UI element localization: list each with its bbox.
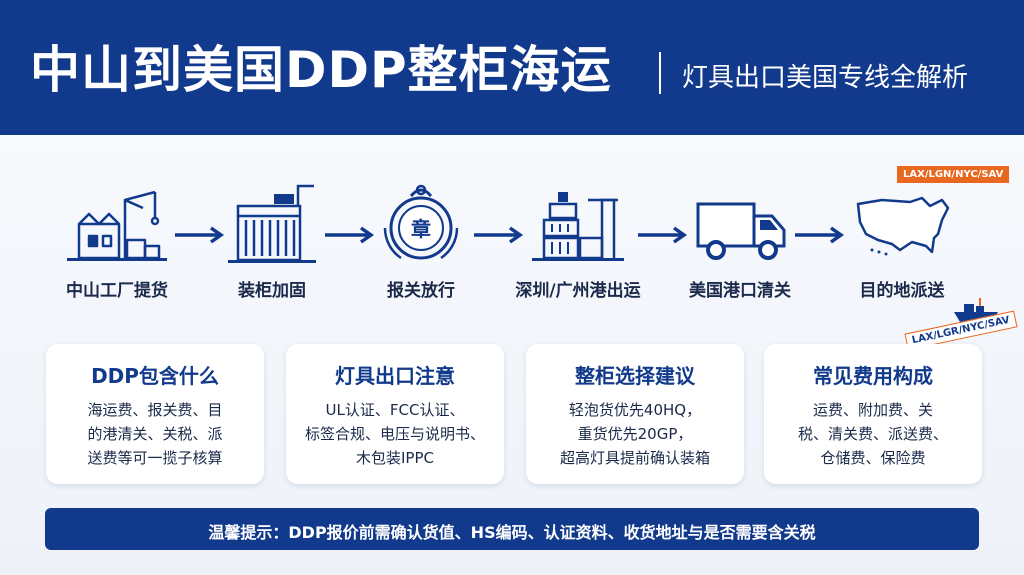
flow-step-pickup: 中山工厂提货 — [42, 180, 192, 310]
arrow-right-icon — [638, 226, 688, 244]
tip-banner: 温馨提示：DDP报价前需确认货值、HS编码、认证资料、收货地址与是否需要含关税 — [45, 508, 979, 550]
card-title: 整柜选择建议 — [575, 364, 695, 388]
header-divider — [659, 52, 661, 94]
card-title: 灯具出口注意 — [335, 364, 455, 388]
info-card-lighting: 灯具出口注意 UL认证、FCC认证、 标签合规、电压与说明书、 木包装IPPC — [286, 344, 504, 484]
info-card-container: 整柜选择建议 轻泡货优先40HQ， 重货优先20GP， 超高灯具提前确认装箱 — [526, 344, 744, 484]
card-line: 木包装IPPC — [356, 449, 434, 467]
card-line: 超高灯具提前确认装箱 — [559, 449, 710, 467]
card-line: 重货优先20GP， — [577, 425, 693, 443]
flow-step-delivery: 目的地派送 — [827, 180, 977, 310]
card-line: UL认证、FCC认证、 — [325, 401, 465, 419]
customs-stamp-icon: 章 — [383, 184, 459, 260]
arrow-right-icon — [795, 226, 845, 244]
flow-step-clearance: 美国港口清关 — [665, 180, 815, 310]
flow-step-label: 报关放行 — [387, 281, 455, 301]
tip-text: 温馨提示：DDP报价前需确认货值、HS编码、认证资料、收货地址与是否需要含关税 — [208, 523, 816, 542]
card-line: 海运费、报关费、目 — [87, 401, 223, 419]
flow-step-label: 深圳/广州港出运 — [515, 281, 641, 301]
card-body: 轻泡货优先40HQ， 重货优先20GP， 超高灯具提前确认装箱 — [542, 398, 728, 470]
page-subtitle: 灯具出口美国专线全解析 — [682, 63, 969, 93]
arrow-right-icon — [474, 226, 524, 244]
card-line: 标签合规、电压与说明书、 — [304, 425, 485, 443]
usa-map-icon — [856, 196, 950, 256]
flow-step-port: 深圳/广州港出运 — [503, 180, 653, 310]
card-line: 轻泡货优先40HQ， — [568, 401, 702, 419]
arrow-right-icon — [325, 226, 375, 244]
destination-tag: LAX/LGN/NYC/SAV — [897, 166, 1010, 183]
flow-step-loading: 装柜加固 — [197, 180, 347, 310]
arrow-right-icon — [175, 226, 225, 244]
container-loading-icon — [228, 184, 316, 263]
card-line: 仓储费、保险费 — [820, 449, 926, 467]
svg-text:章: 章 — [411, 217, 431, 241]
card-body: 海运费、报关费、目 的港清关、关税、派 送费等可一揽子核算 — [62, 398, 248, 470]
card-line: 送费等可一揽子核算 — [87, 449, 223, 467]
card-line: 的港清关、关税、派 — [87, 425, 223, 443]
info-card-ddp: DDP包含什么 海运费、报关费、目 的港清关、关税、派 送费等可一揽子核算 — [46, 344, 264, 484]
flow-step-customs: 章 报关放行 — [346, 180, 496, 310]
header-banner: 中山到美国DDP整柜海运 灯具出口美国专线全解析 — [0, 0, 1024, 135]
flow-step-label: 目的地派送 — [859, 281, 945, 301]
page-title: 中山到美国DDP整柜海运 — [30, 41, 612, 99]
flow-step-label: 装柜加固 — [238, 281, 306, 301]
card-body: UL认证、FCC认证、 标签合规、电压与说明书、 木包装IPPC — [302, 398, 488, 470]
flow-step-label: 美国港口清关 — [689, 281, 791, 301]
card-body: 运费、附加费、关 税、清关费、派送费、 仓储费、保险费 — [780, 398, 966, 470]
truck-icon — [696, 202, 786, 260]
card-line: 运费、附加费、关 — [812, 401, 933, 419]
port-containers-icon — [532, 192, 624, 261]
card-line: 税、清关费、派送费、 — [797, 425, 948, 443]
info-card-fees: 常见费用构成 运费、附加费、关 税、清关费、派送费、 仓储费、保险费 — [764, 344, 982, 484]
flow-step-label: 中山工厂提货 — [66, 281, 168, 301]
factory-crane-icon — [67, 190, 167, 261]
card-title: DDP包含什么 — [91, 364, 219, 388]
card-title: 常见费用构成 — [813, 364, 933, 388]
